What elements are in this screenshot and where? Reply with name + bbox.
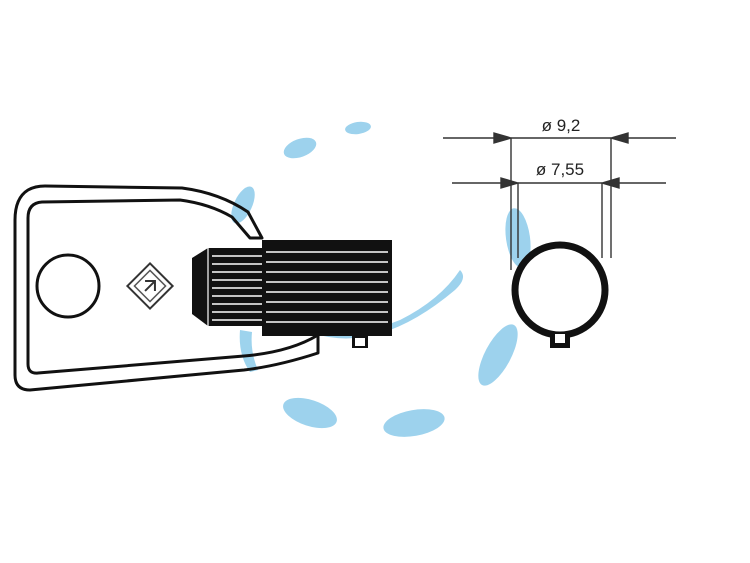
key-head-outline xyxy=(13,184,320,392)
inner-diameter-label: ø 7,55 xyxy=(536,160,584,179)
key-shaft-cylinder xyxy=(262,240,392,348)
rotating-arrows-logo-icon xyxy=(125,261,175,311)
dimension-lines xyxy=(443,132,676,270)
shaft-cross-section xyxy=(511,241,609,348)
key-head xyxy=(13,184,320,392)
key-shaft-tip xyxy=(192,248,266,326)
outer-diameter-label: ø 9,2 xyxy=(542,116,581,135)
key-ring-hole xyxy=(35,253,101,319)
